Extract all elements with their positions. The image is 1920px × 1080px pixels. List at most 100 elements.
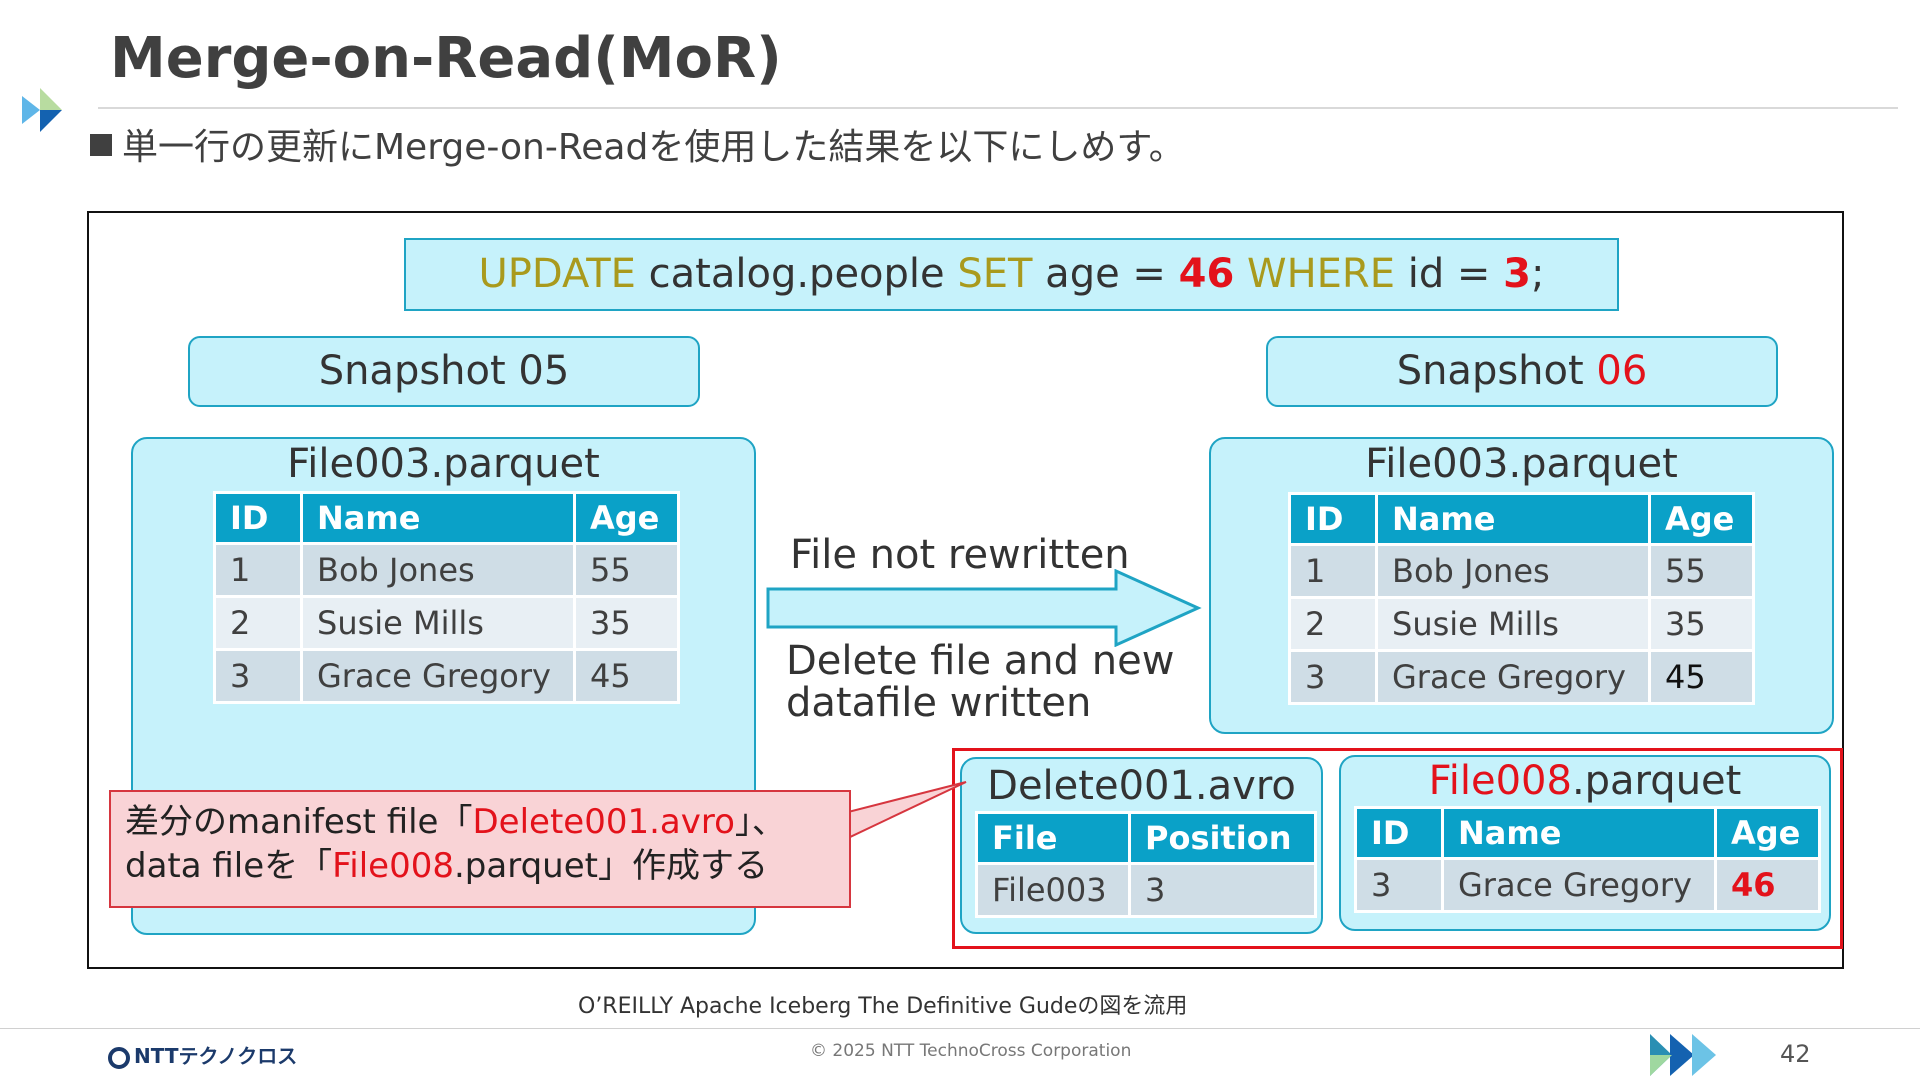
callout-highlight: File008 [332, 846, 454, 886]
table-cell: 45 [573, 648, 680, 704]
delete-file-table: File Position File003 3 [975, 811, 1317, 918]
sql-keyword-update: UPDATE [478, 251, 636, 297]
new-data-file-table: ID Name Age 3 Grace Gregory 46 [1354, 806, 1821, 913]
footer-chevrons-icon [1650, 1034, 1716, 1076]
file-name-highlight: File008 [1428, 758, 1572, 804]
page-number: 42 [1780, 1040, 1811, 1068]
sql-where-value: 3 [1503, 251, 1532, 297]
table-header-row: ID Name Age [1354, 806, 1821, 860]
table-cell: 2 [213, 595, 303, 651]
column-header: Name [1441, 806, 1717, 860]
column-header: ID [1288, 492, 1378, 546]
sql-keyword-where: WHERE [1234, 251, 1395, 297]
logo-text: NTTテクノクロス [134, 1044, 298, 1068]
callout-text: 差分のmanifest file「 [125, 802, 473, 842]
snapshot-number: 05 [518, 348, 570, 394]
table-cell: 3 [1354, 857, 1444, 913]
callout-line: data fileを「File008.parquet」作成する [125, 844, 835, 888]
table-cell: 3 [1288, 649, 1378, 705]
column-header: Age [573, 491, 680, 545]
callout-text: 」、 [734, 802, 786, 842]
sql-table: catalog.people [635, 251, 958, 297]
arrow-label-line: Delete file and new [786, 638, 1175, 684]
snapshot-prefix: Snapshot [1396, 348, 1597, 394]
footer-divider [0, 1028, 1920, 1029]
sql-set-value: 46 [1178, 251, 1235, 297]
table-cell: 1 [1288, 543, 1378, 599]
column-header: Name [1375, 492, 1651, 546]
arrow-label-line: datafile written [786, 680, 1092, 726]
table-row: 3 Grace Gregory 45 [213, 648, 680, 704]
title-divider [98, 107, 1898, 109]
snapshot-06-label: Snapshot 06 [1266, 336, 1778, 407]
callout-text: data fileを「 [125, 846, 333, 886]
table-row: 2 Susie Mills 35 [1288, 596, 1755, 652]
table-row: 3 Grace Gregory 45 [1288, 649, 1755, 705]
sql-where-expr: id = [1395, 251, 1504, 297]
table-cell: Grace Gregory [1375, 649, 1651, 705]
column-header: Name [300, 491, 576, 545]
table-row: 3 Grace Gregory 46 [1354, 857, 1821, 913]
right-file-box: File003.parquet ID Name Age 1 Bob Jones … [1209, 437, 1834, 734]
left-file-table: ID Name Age 1 Bob Jones 55 2 Susie Mills… [213, 491, 680, 704]
subtitle: 単一行の更新にMerge-on-Readを使用した結果を以下にしめす。 [90, 118, 1185, 170]
snapshot-prefix: Snapshot [318, 348, 519, 394]
snapshot-number: 06 [1596, 348, 1648, 394]
subtitle-text: 単一行の更新にMerge-on-Readを使用した結果を以下にしめす。 [122, 127, 1185, 168]
file-name-extension: .parquet [1571, 758, 1742, 804]
table-row: 1 Bob Jones 55 [213, 542, 680, 598]
snapshot-05-label: Snapshot 05 [188, 336, 700, 407]
table-cell: 3 [213, 648, 303, 704]
column-header: ID [213, 491, 303, 545]
sql-set-expr: age = [1032, 251, 1179, 297]
delete-file-box: Delete001.avro File Position File003 3 [960, 757, 1323, 934]
logo-ring-icon [108, 1046, 130, 1069]
callout-line: 差分のmanifest file「Delete001.avro」、 [125, 800, 835, 844]
table-cell: Bob Jones [300, 542, 576, 598]
header-chevron-icon [22, 88, 62, 132]
copyright: © 2025 NTT TechnoCross Corporation [810, 1041, 1132, 1061]
table-cell: 55 [573, 542, 680, 598]
table-cell: 1 [213, 542, 303, 598]
arrow-label-top: File not rewritten [790, 532, 1130, 578]
table-cell: 3 [1128, 862, 1317, 918]
column-header: Age [1714, 806, 1821, 860]
column-header: Age [1648, 492, 1755, 546]
table-row: 2 Susie Mills 35 [213, 595, 680, 651]
callout-note: 差分のmanifest file「Delete001.avro」、 data f… [109, 790, 851, 908]
table-row: File003 3 [975, 862, 1317, 918]
table-cell: Grace Gregory [300, 648, 576, 704]
file-name: File008.parquet [1341, 758, 1829, 804]
callout-text: .parquet」作成する [453, 846, 768, 886]
table-cell: Susie Mills [300, 595, 576, 651]
table-cell: 35 [573, 595, 680, 651]
file-name: Delete001.avro [987, 763, 1296, 809]
file-name: File003.parquet [1365, 441, 1678, 487]
table-cell: 2 [1288, 596, 1378, 652]
table-header-row: ID Name Age [1288, 492, 1755, 546]
callout-pointer [848, 781, 967, 840]
table-header-row: ID Name Age [213, 491, 680, 545]
table-cell: Susie Mills [1375, 596, 1651, 652]
page-title: Merge-on-Read(MoR) [110, 26, 782, 91]
table-cell: File003 [975, 862, 1131, 918]
sql-end: ; [1531, 251, 1545, 297]
column-header: File [975, 811, 1131, 865]
column-header: ID [1354, 806, 1444, 860]
sql-statement: UPDATE catalog.people SET age = 46 WHERE… [404, 238, 1619, 311]
callout-highlight: Delete001.avro [472, 802, 735, 842]
square-bullet-icon [90, 134, 112, 156]
file-name: File003.parquet [287, 441, 600, 487]
sql-keyword-set: SET [957, 251, 1033, 297]
table-cell: 46 [1714, 857, 1821, 913]
company-logo: NTTテクノクロス [108, 1040, 297, 1069]
diagram-frame [87, 211, 1844, 969]
new-files-highlight [952, 748, 1843, 949]
new-data-file-box: File008.parquet ID Name Age 3 Grace Greg… [1339, 755, 1831, 931]
table-row: 1 Bob Jones 55 [1288, 543, 1755, 599]
right-arrow-icon [766, 569, 1202, 647]
table-cell: 35 [1648, 596, 1755, 652]
figure-credit: O’REILLY Apache Iceberg The Definitive G… [578, 994, 1188, 1019]
table-header-row: File Position [975, 811, 1317, 865]
